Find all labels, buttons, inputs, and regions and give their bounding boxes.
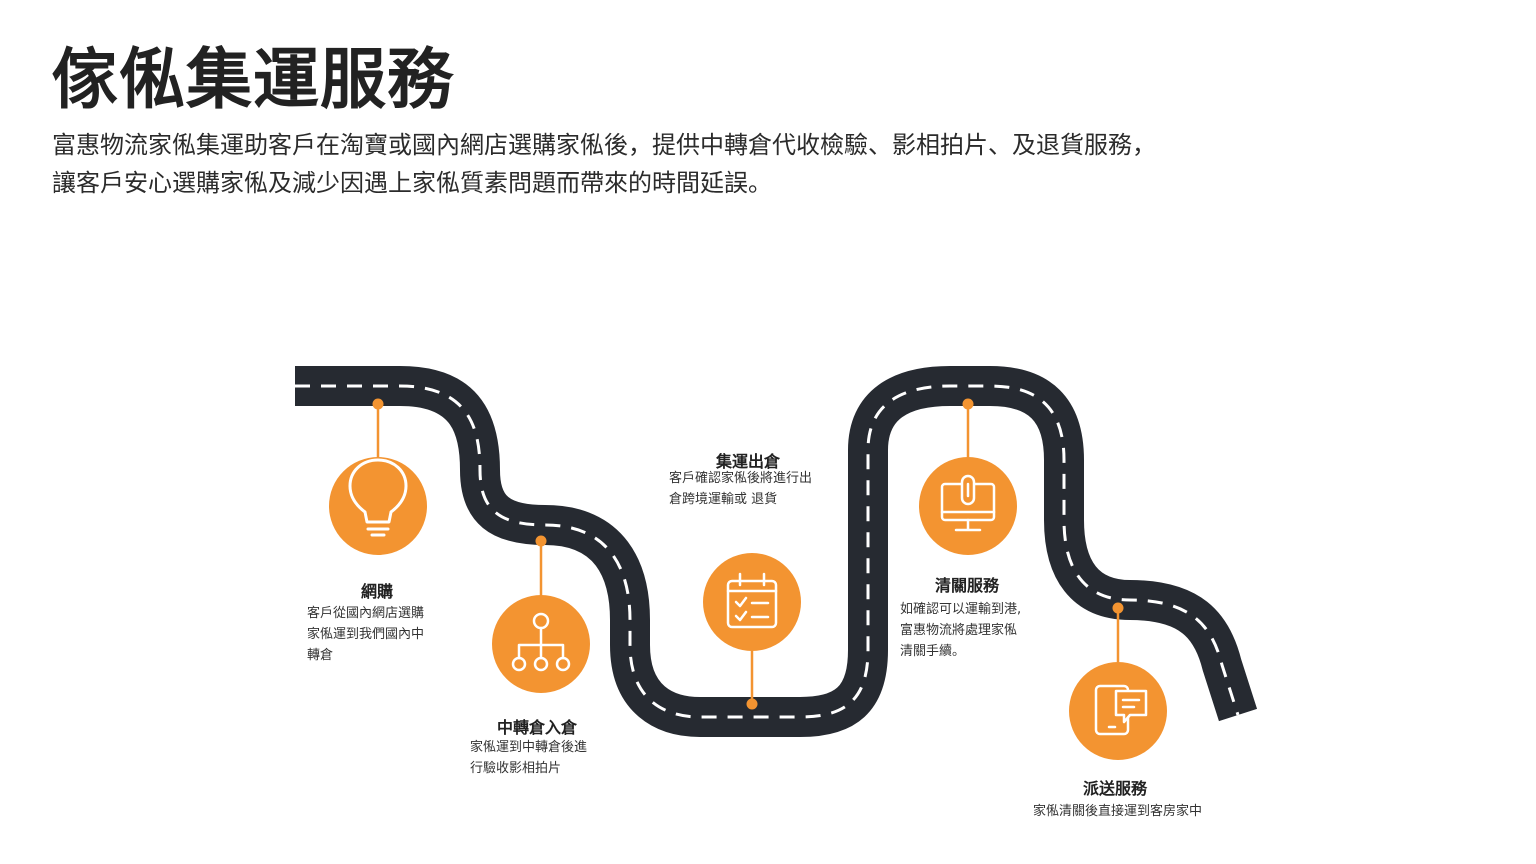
step-3-desc-line-2: 倉跨境運輸或 退貨 <box>669 492 778 507</box>
step-2-desc-line-2: 行驗收影相拍片 <box>470 761 562 776</box>
step-5-marker <box>1069 602 1167 760</box>
step-5-title: 派送服務 <box>1083 779 1148 798</box>
step-1-desc-line-3: 轉倉 <box>307 648 334 663</box>
step-2-title: 中轉倉入倉 <box>497 718 578 737</box>
step-5-description: 家俬清關後直接運到客房家中 <box>1033 801 1202 822</box>
step-4-desc-line-1: 如確認可以運輸到港, <box>900 602 1022 617</box>
step-4-marker <box>919 398 1017 555</box>
tablet-chat-icon <box>1094 684 1148 736</box>
hierarchy-icon <box>511 612 571 672</box>
step-4-desc-line-3: 清關手續。 <box>900 644 966 659</box>
step-1-title: 網購 <box>361 582 394 601</box>
step-2-desc-line-1: 家俬運到中轉倉後進 <box>470 740 588 755</box>
step-1-desc-line-2: 家俬運到我們國內中 <box>307 627 425 642</box>
road-lane-markings <box>295 384 1240 719</box>
step-2-description: 家俬運到中轉倉後進 行驗收影相拍片 <box>470 737 587 779</box>
step-5-desc-line-1: 家俬清關後直接運到客房家中 <box>1033 804 1203 819</box>
step-3-desc-line-1: 客戶確認家俬後將進行出 <box>669 471 813 486</box>
step-3-description: 客戶確認家俬後將進行出 倉跨境運輸或 退貨 <box>669 468 812 510</box>
lightbulb-icon <box>348 458 408 537</box>
page-title: 傢俬集運服務 <box>52 41 454 118</box>
intro-text: 富惠物流家俬集運助客戶在淘寶或國內網店選購家俬後，提供中轉倉代收檢驗、影相拍片、… <box>52 126 1352 202</box>
step-1-marker <box>329 398 427 555</box>
intro-line-1: 富惠物流家俬集運助客戶在淘寶或國內網店選購家俬後，提供中轉倉代收檢驗、影相拍片、… <box>52 131 1156 159</box>
monitor-icon <box>940 474 996 532</box>
checklist-icon <box>726 572 778 629</box>
step-4-title: 清關服務 <box>935 576 1000 595</box>
step-1-description: 客戶從國內網店選購 家俬運到我們國內中 轉倉 <box>307 603 424 666</box>
intro-line-2: 讓客戶安心選購家俬及減少因遇上家俬質素問題而帶來的時間延誤。 <box>52 169 772 197</box>
step-3-marker <box>703 553 801 710</box>
step-4-description: 如確認可以運輸到港, 富惠物流將處理家俬 清關手續。 <box>900 599 1021 662</box>
step-1-desc-line-1: 客戶從國內網店選購 <box>307 606 425 621</box>
step-3-title: 集運出倉 <box>716 452 781 471</box>
step-4-desc-line-2: 富惠物流將處理家俬 <box>900 623 1018 638</box>
